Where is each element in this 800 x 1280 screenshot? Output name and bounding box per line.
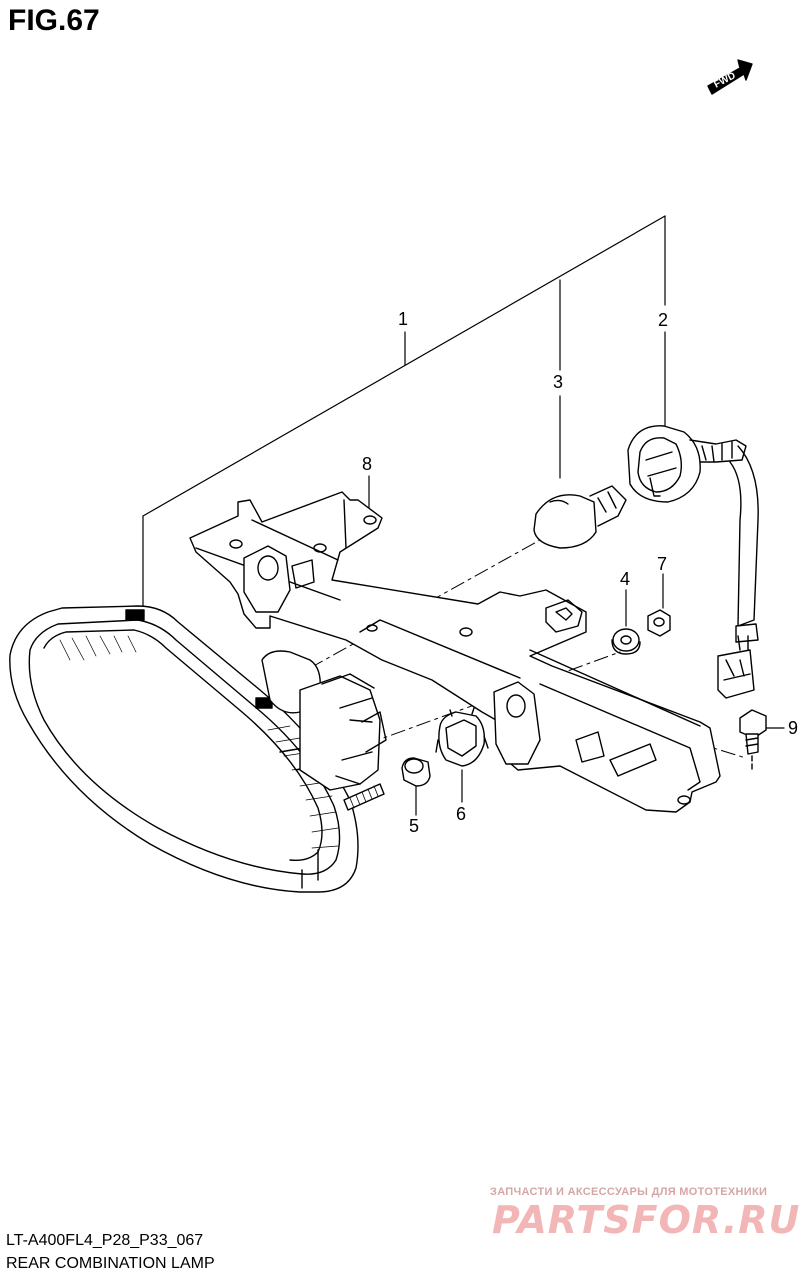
leader-lines	[142, 215, 785, 816]
grommet	[435, 707, 489, 767]
socket-harness	[627, 425, 759, 699]
callout-4: 4	[620, 569, 630, 589]
callout-5: 5	[409, 816, 419, 836]
callout-7: 7	[657, 554, 667, 574]
watermark-tagline: ЗАПЧАСТИ И АКСЕССУАРЫ ДЛЯ МОТОТЕХНИКИ	[490, 1186, 768, 1198]
lamp-housing	[9, 605, 387, 893]
callout-9: 9	[788, 718, 798, 738]
callout-1: 1	[398, 309, 408, 329]
washer	[611, 628, 641, 655]
svg-text:FWD: FWD	[712, 70, 737, 90]
diagram-code: LT-A400FL4_P28_P33_067	[6, 1232, 204, 1249]
forward-arrow-icon: FWD	[707, 59, 753, 95]
figure-title: FIG.67	[8, 4, 100, 37]
watermark-logo: PARTSFOR.RU	[492, 1198, 800, 1242]
bolt	[739, 709, 767, 771]
callout-6: 6	[456, 804, 466, 824]
bulb	[533, 485, 627, 549]
callout-labels: 1 2 3 4 5 6 7 8 9	[362, 309, 798, 836]
nut	[647, 609, 671, 637]
spacer	[401, 757, 431, 787]
callout-2: 2	[658, 310, 668, 330]
callout-3: 3	[553, 372, 563, 392]
lamp-bracket	[189, 491, 721, 813]
diagram-caption: REAR COMBINATION LAMP	[6, 1255, 215, 1272]
callout-8: 8	[362, 454, 372, 474]
